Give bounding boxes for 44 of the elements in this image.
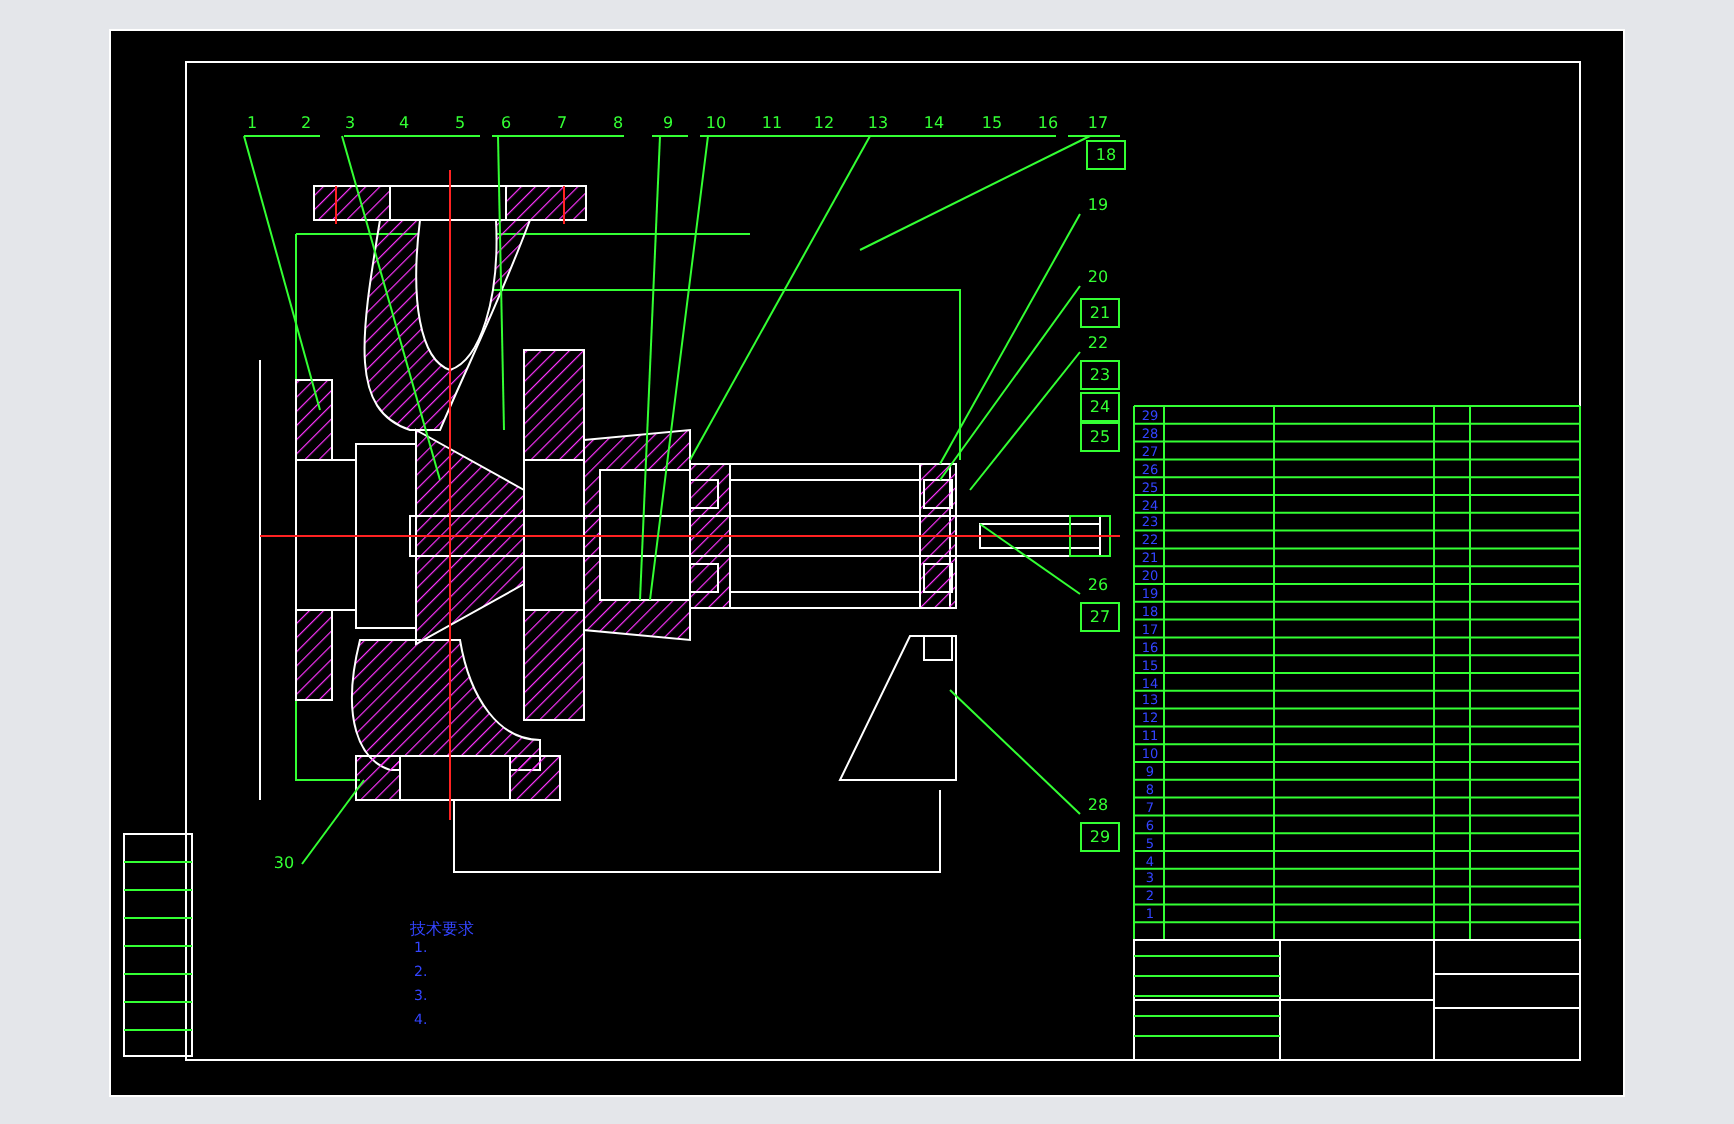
callout-number: 18 bbox=[1086, 140, 1126, 170]
callout-number: 8 bbox=[600, 114, 636, 132]
leader-line bbox=[939, 285, 1081, 481]
notes-heading: 技术要求 bbox=[410, 922, 474, 938]
leader-line bbox=[301, 779, 365, 865]
leader-line bbox=[689, 135, 871, 461]
callout-number: 22 bbox=[1080, 334, 1116, 352]
leader-line bbox=[341, 135, 441, 481]
callout-number: 3 bbox=[332, 114, 368, 132]
callout-number: 14 bbox=[916, 114, 952, 132]
leader-line bbox=[969, 351, 1081, 491]
callout-number: 19 bbox=[1080, 196, 1116, 214]
callout-number: 6 bbox=[488, 114, 524, 132]
callout-number: 26 bbox=[1080, 576, 1116, 594]
leader-line bbox=[497, 135, 505, 431]
callout-number: 29 bbox=[1080, 822, 1120, 852]
callout-number: 13 bbox=[860, 114, 896, 132]
callout-number: 15 bbox=[974, 114, 1010, 132]
leader-line bbox=[649, 135, 709, 601]
callout-number: 27 bbox=[1080, 602, 1120, 632]
callout-number: 28 bbox=[1080, 796, 1116, 814]
callout-number: 16 bbox=[1030, 114, 1066, 132]
callout-number: 10 bbox=[698, 114, 734, 132]
leader-line bbox=[243, 135, 321, 411]
callout-number: 25 bbox=[1080, 422, 1120, 452]
callout-number: 2 bbox=[288, 114, 324, 132]
callout-number: 1 bbox=[234, 114, 270, 132]
callout-number: 17 bbox=[1080, 114, 1116, 132]
callout-number: 5 bbox=[442, 114, 478, 132]
callout-number: 21 bbox=[1080, 298, 1120, 328]
callout-number: 20 bbox=[1080, 268, 1116, 286]
callout-number: 4 bbox=[386, 114, 422, 132]
leader-line bbox=[949, 689, 1081, 815]
callout-number: 30 bbox=[266, 854, 302, 872]
leader-line bbox=[979, 523, 1081, 595]
callout-number: 9 bbox=[650, 114, 686, 132]
callout-number: 24 bbox=[1080, 392, 1120, 422]
leader-line bbox=[859, 135, 1091, 251]
callout-number: 11 bbox=[754, 114, 790, 132]
callout-number: 12 bbox=[806, 114, 842, 132]
callout-number: 7 bbox=[544, 114, 580, 132]
leader-line bbox=[639, 135, 661, 601]
leader-line bbox=[939, 213, 1081, 465]
callout-number: 23 bbox=[1080, 360, 1120, 390]
